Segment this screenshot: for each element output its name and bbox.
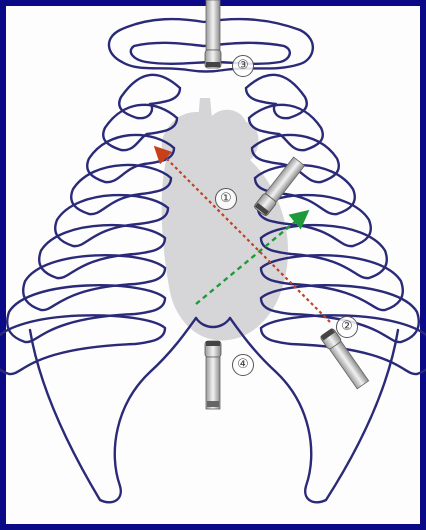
rib-left-1: [119, 75, 180, 118]
rib-left-7: [23, 255, 165, 310]
rib-left-4: [71, 165, 171, 214]
rib-left-3: [87, 135, 174, 182]
heart-silhouette-icon: [162, 98, 288, 340]
rib-left-9: [0, 315, 165, 374]
position-label-2: ②: [336, 316, 358, 338]
position-label-1: ①: [215, 188, 237, 210]
rib-right-1: [246, 75, 307, 118]
position-label-3: ③: [232, 55, 254, 77]
position-label-4: ④: [232, 354, 254, 376]
